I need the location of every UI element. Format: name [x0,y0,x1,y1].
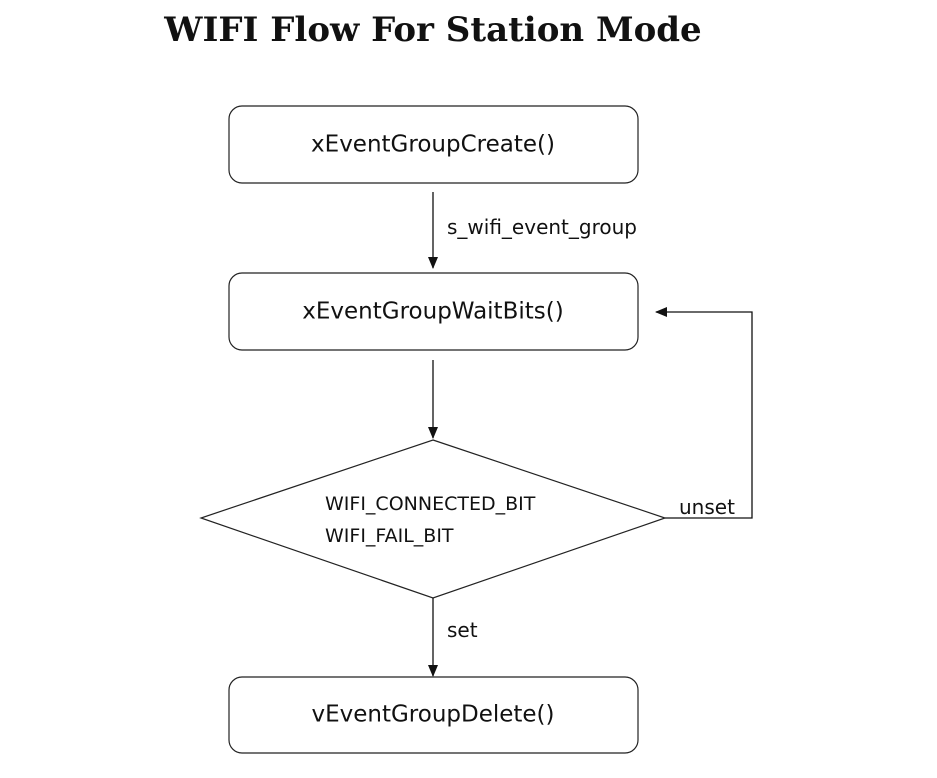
node-create: xEventGroupCreate() [228,105,639,184]
decision-label-fail-bit: WIFI_FAIL_BIT [325,525,454,547]
node-create-box [228,105,639,184]
edge-label-event-group: s_wifi_event_group [447,215,637,239]
decision-diamond [199,439,667,599]
node-wait-box [228,272,639,351]
node-decision: WIFI_CONNECTED_BIT WIFI_FAIL_BIT [199,439,667,599]
decision-label-connected-bit: WIFI_CONNECTED_BIT [325,493,536,515]
node-delete-box [228,676,639,754]
edge-label-set: set [447,618,478,642]
node-create-label: xEventGroupCreate() [311,132,555,158]
diagram-title: WIFI Flow For Station Mode [163,10,701,50]
edge-unset-loop [655,307,753,519]
node-delete-label: vEventGroupDelete() [311,702,554,728]
node-delete: vEventGroupDelete() [228,676,639,754]
edge-label-unset: unset [679,495,735,519]
node-wait-label: xEventGroupWaitBits() [302,299,563,325]
node-wait: xEventGroupWaitBits() [228,272,639,351]
